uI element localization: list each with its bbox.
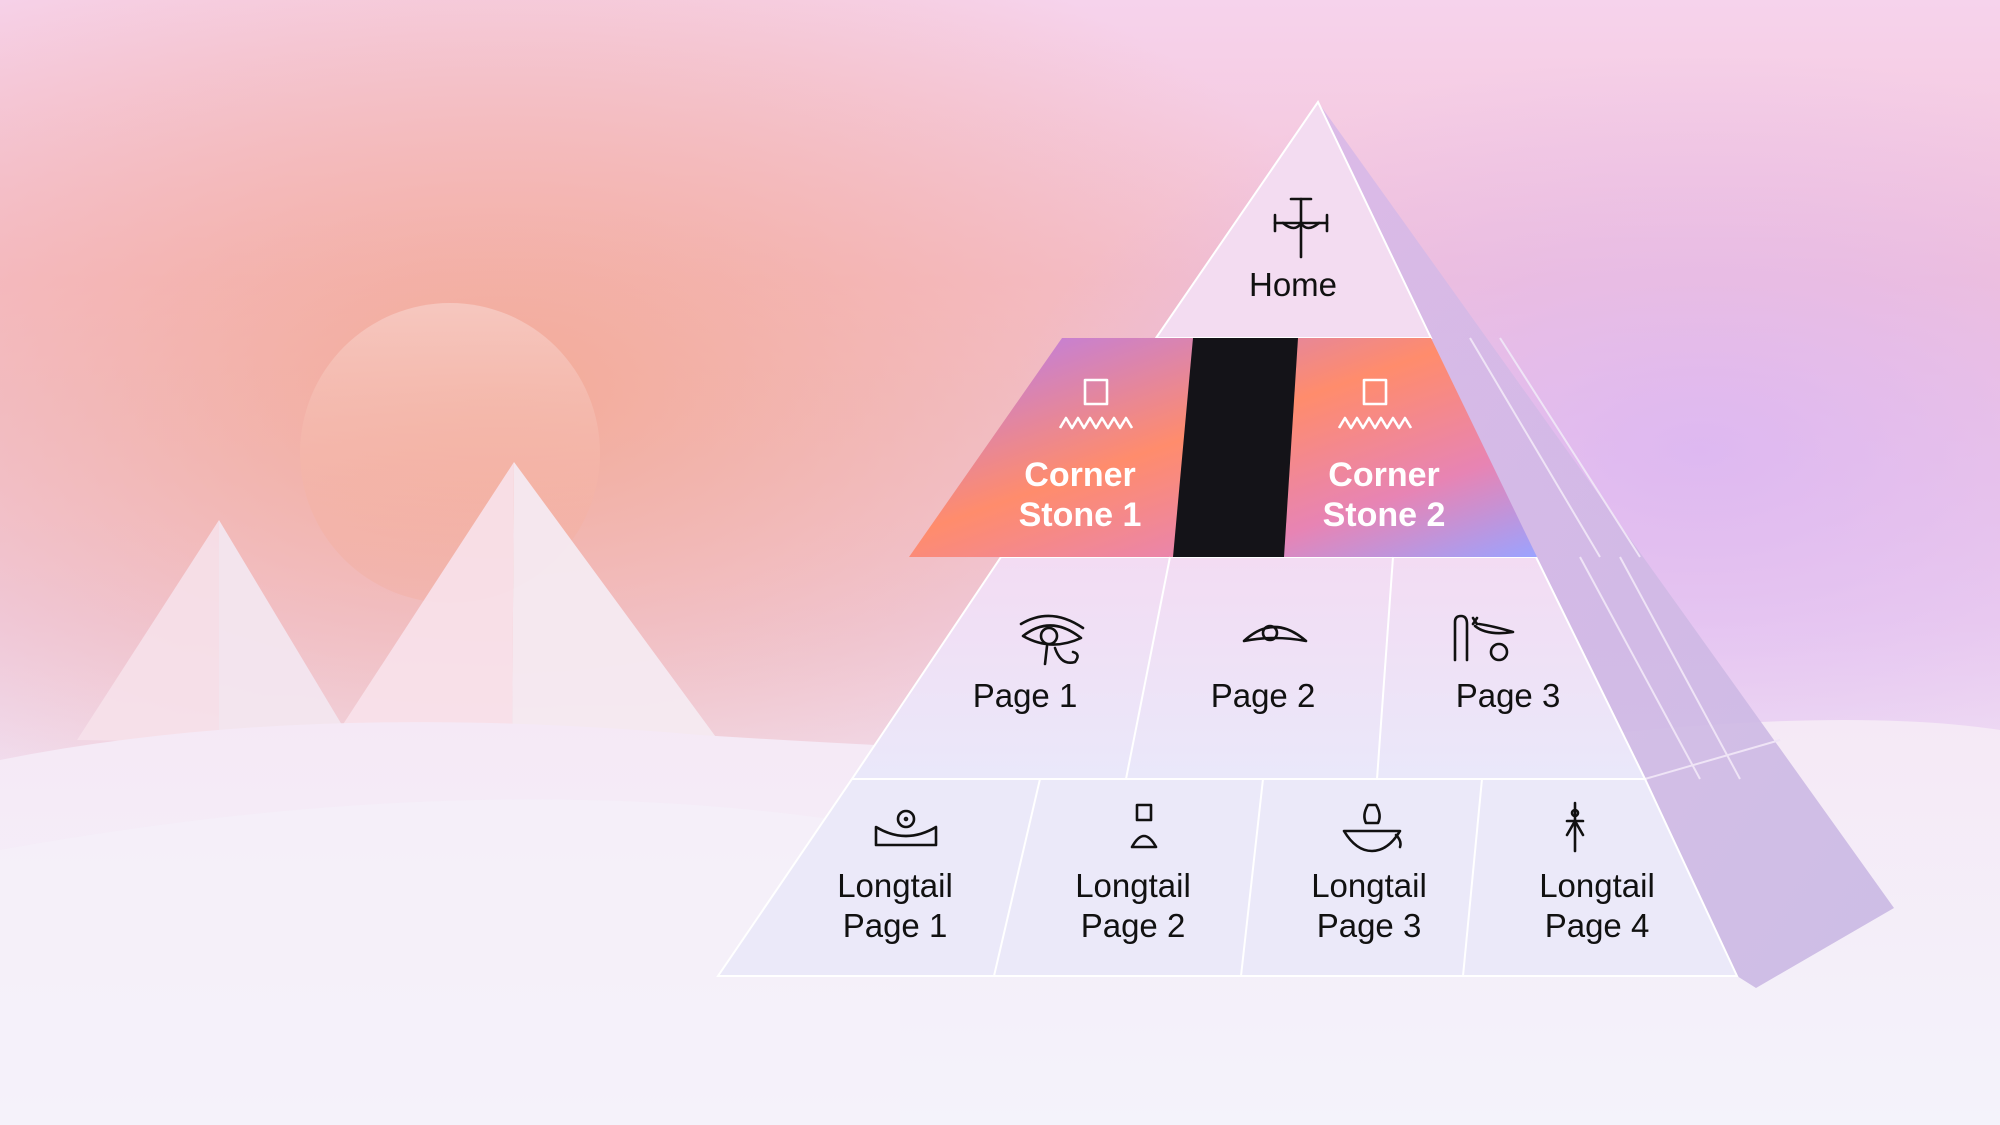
staff-bird-hieroglyph-icon (1453, 614, 1515, 662)
square-bread-hieroglyph-icon (1130, 803, 1158, 849)
cornerstone-gap (1173, 338, 1298, 557)
cornerstone-1[interactable]: Corner Stone 1 (1019, 378, 1142, 534)
page-2-label: Page 2 (1211, 677, 1316, 714)
eye-of-horus-icon (1019, 614, 1085, 666)
longtail-tier (716, 778, 1739, 977)
longtail-page-1[interactable]: Longtail Page 1 (837, 809, 953, 944)
eye-hieroglyph-icon (1242, 624, 1308, 643)
sun-bowl-hieroglyph-icon (874, 809, 938, 847)
longtail-page-1-line1: Longtail (837, 867, 953, 904)
longtail-page-2-line2: Page 2 (1081, 907, 1186, 944)
longtail-page-4-line2: Page 4 (1545, 907, 1650, 944)
pyramid-side-face (1318, 102, 1894, 988)
cornerstone-1-line1: Corner (1024, 456, 1135, 494)
page-1[interactable]: Page 1 (973, 614, 1085, 714)
home-block[interactable]: Home (1249, 197, 1337, 303)
cornerstone-2-line2: Stone 2 (1323, 496, 1446, 534)
home-label: Home (1249, 266, 1337, 303)
page-3[interactable]: Page 3 (1453, 614, 1561, 714)
longtail-page-4[interactable]: Longtail Page 4 (1539, 801, 1655, 944)
longtail-page-3[interactable]: Longtail Page 3 (1311, 803, 1427, 944)
page-2[interactable]: Page 2 (1211, 624, 1316, 714)
square-water-hieroglyph-icon (1058, 378, 1134, 430)
page-3-label: Page 3 (1456, 677, 1561, 714)
background-pyramid-large (325, 462, 746, 778)
ankh-plant-hieroglyph-icon (1565, 801, 1585, 853)
tier-dividers (993, 556, 1483, 977)
longtail-page-2-line1: Longtail (1075, 867, 1191, 904)
longtail-page-2[interactable]: Longtail Page 2 (1075, 803, 1191, 944)
cornerstone-1-line2: Stone 1 (1019, 496, 1142, 534)
page-1-label: Page 1 (973, 677, 1078, 714)
longtail-page-3-line2: Page 3 (1317, 907, 1422, 944)
longtail-page-1-line2: Page 1 (843, 907, 948, 944)
sand-dune-front (0, 799, 900, 1125)
vase-basket-hieroglyph-icon (1342, 803, 1402, 853)
longtail-page-4-line1: Longtail (1539, 867, 1655, 904)
longtail-page-3-line1: Longtail (1311, 867, 1427, 904)
background-pyramid-small (77, 520, 351, 742)
cornerstone-2[interactable]: Corner Stone 2 (1323, 378, 1446, 534)
square-water-hieroglyph-icon (1337, 378, 1413, 430)
ankh-hieroglyph-icon (1273, 197, 1329, 259)
cornerstone-2-line1: Corner (1328, 456, 1439, 494)
side-face-lines (1469, 337, 1781, 780)
